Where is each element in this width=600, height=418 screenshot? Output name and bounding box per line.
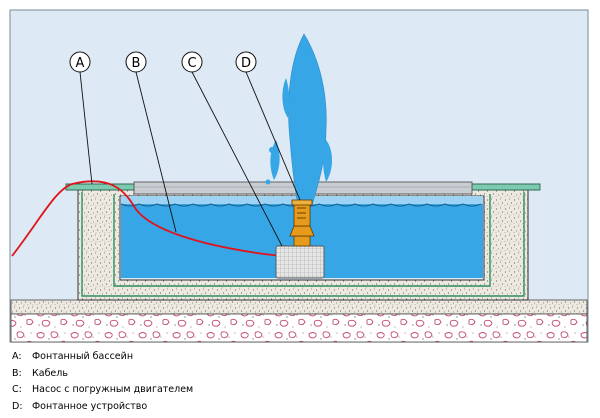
callout-c: C: [181, 51, 203, 73]
callout-d: D: [235, 51, 257, 73]
gravel-layer: [10, 313, 588, 343]
fountain-nozzle: [289, 199, 315, 247]
svg-text:C: C: [187, 56, 196, 71]
jet-spray-left: [282, 78, 290, 118]
legend-item-d: D: Фонтанное устройство: [12, 399, 193, 416]
cable: [11, 180, 283, 257]
rim-right: [471, 183, 541, 191]
legend-item-a: A: Фонтанный бассейн: [12, 349, 193, 366]
legend-key-c: C:: [12, 384, 22, 395]
legend: A: Фонтанный бассейн B: Кабель C: Насос с п…: [12, 349, 193, 415]
jet-spray-right: [323, 140, 332, 182]
liner-inner: [113, 194, 491, 287]
legend-desc-b: Кабель: [32, 367, 68, 379]
legend-item-c: C: Насос с погружным двигателем: [12, 382, 193, 399]
leader-c: [191, 71, 283, 247]
svg-text:B: B: [132, 56, 141, 71]
legend-item-b: B: Кабель: [12, 366, 193, 383]
submersible-pump: [275, 245, 325, 279]
rim-left: [65, 183, 135, 191]
svg-text:A: A: [76, 56, 85, 71]
liner-outer: [81, 192, 525, 297]
leader-d: [245, 71, 301, 201]
legend-desc-c: Насос с погружным двигателем: [32, 384, 194, 395]
legend-desc-d: Фонтанное устройство: [32, 400, 148, 412]
callout-a: A: [69, 51, 91, 73]
legend-desc-a: Фонтанный бассейн: [32, 351, 134, 362]
legend-key-a: A:: [12, 351, 22, 362]
legend-key-d: D:: [12, 400, 23, 412]
legend-key-b: B:: [12, 367, 22, 379]
callout-b: B: [125, 51, 147, 73]
svg-text:D: D: [241, 56, 251, 71]
leader-b: [135, 71, 177, 233]
base-layer: [10, 299, 588, 315]
leader-a: [79, 71, 93, 185]
